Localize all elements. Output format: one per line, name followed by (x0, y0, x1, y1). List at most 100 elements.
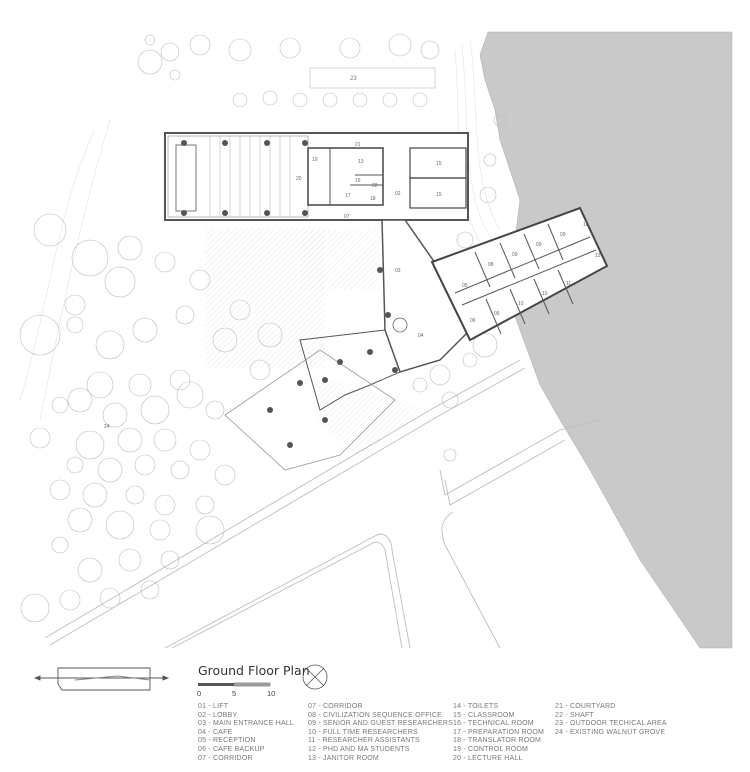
room-15b: 15 (436, 192, 442, 198)
column (264, 210, 270, 216)
tree-canopy (117, 427, 143, 453)
tree-canopy (169, 369, 191, 391)
scale-label-5: 5 (232, 689, 237, 698)
column (222, 210, 228, 216)
tree-canopy (420, 40, 440, 60)
room-04: 04 (418, 333, 424, 339)
tree-canopy (279, 37, 301, 59)
tree-canopy (214, 464, 236, 486)
tree-canopy (128, 373, 152, 397)
tree-canopy (429, 364, 451, 386)
tree-canopy (117, 235, 143, 261)
terrace-hatching (205, 228, 420, 460)
room-20: 20 (296, 176, 302, 182)
tree-canopy (483, 153, 497, 167)
tree-canopy (160, 42, 180, 62)
svg-text:09: 09 (536, 242, 542, 248)
tree-canopy (144, 34, 156, 46)
main-building (164, 132, 469, 221)
tree-canopy (160, 550, 180, 570)
tree-canopy (125, 485, 145, 505)
legend-column-1: 01 - LIFT 02 - LOBBY 03 - MAIN ENTRANCE … (198, 703, 295, 762)
tree-canopy (189, 34, 211, 56)
tree-canopy (456, 231, 474, 249)
tree-canopy (86, 371, 114, 399)
tree-canopy (195, 495, 215, 515)
tree-canopy (388, 33, 412, 57)
column (385, 312, 391, 318)
svg-text:06: 06 (470, 318, 476, 324)
tree-canopy (99, 587, 121, 609)
north-arrow-icon (302, 664, 328, 690)
legend-column-4: 21 - COURTYARD 22 - SHAFT 23 - OUTDOOR T… (555, 703, 667, 736)
site-section-icon (33, 667, 170, 691)
room-02: 02 (395, 191, 401, 197)
room-07: 07 (344, 214, 350, 220)
svg-text:09: 09 (560, 232, 566, 238)
tree-canopy (132, 317, 158, 343)
tree-canopy (105, 510, 135, 540)
tree-canopy (352, 92, 368, 108)
column (367, 349, 373, 355)
room-24: 24 (104, 424, 110, 430)
tree-canopy (176, 381, 204, 409)
tree-canopy (66, 316, 84, 334)
tree-canopy (64, 294, 86, 316)
tree-canopy (29, 427, 51, 449)
tree-canopy (137, 49, 163, 75)
tree-canopy (175, 305, 195, 325)
tree-canopy (134, 454, 156, 476)
tree-canopy (462, 352, 478, 368)
room-16: 16 (355, 178, 361, 184)
tree-canopy (169, 69, 181, 81)
tree-canopy (443, 448, 457, 462)
scale-label-10: 10 (267, 689, 276, 698)
tree-canopy (102, 402, 128, 428)
tree-canopy (170, 460, 190, 480)
column (322, 377, 328, 383)
tree-canopy (140, 395, 170, 425)
tree-canopy (195, 515, 225, 545)
tree-canopy (479, 186, 497, 204)
tree-canopy (71, 239, 109, 277)
tree-canopy (67, 387, 93, 413)
tree-canopy (412, 92, 428, 108)
column (302, 210, 308, 216)
tree-canopy (20, 593, 50, 623)
tree-canopy (66, 456, 84, 474)
tree-canopy (205, 400, 225, 420)
room-labels: 20 19 21 16 13 17 22 18 07 02 15 15 03 0… (104, 142, 601, 430)
research-wing (430, 206, 609, 342)
tree-canopy (82, 482, 108, 508)
room-19: 19 (312, 157, 318, 163)
tree-canopy (140, 580, 160, 600)
tree-canopy (154, 251, 176, 273)
column (297, 380, 303, 386)
tree-canopy (118, 548, 142, 572)
tree-canopy (67, 507, 93, 533)
tree-canopy (149, 519, 171, 541)
spiral-stair (392, 317, 408, 333)
column (222, 140, 228, 146)
plan-title: Ground Floor Plan (198, 663, 310, 678)
scale-bar (198, 682, 271, 687)
structural-columns (181, 140, 398, 448)
outdoor-technical-area: 23 (309, 67, 436, 89)
tree-canopy (262, 90, 278, 106)
svg-text:23: 23 (350, 76, 357, 82)
tree-canopy (189, 439, 211, 461)
column (302, 140, 308, 146)
column (377, 267, 383, 273)
scale-label-0: 0 (197, 689, 202, 698)
tree-canopy (97, 457, 123, 483)
room-22: 22 (372, 183, 378, 189)
tree-canopy (59, 589, 81, 611)
tree-canopy (153, 428, 177, 452)
legend-column-2: 07 - CORRIDOR 08 - CIVILIZATION SEQUENCE… (308, 703, 453, 762)
roads (44, 359, 601, 649)
tree-canopy (232, 92, 248, 108)
column (287, 442, 293, 448)
column (267, 407, 273, 413)
tree-canopy (493, 113, 507, 127)
